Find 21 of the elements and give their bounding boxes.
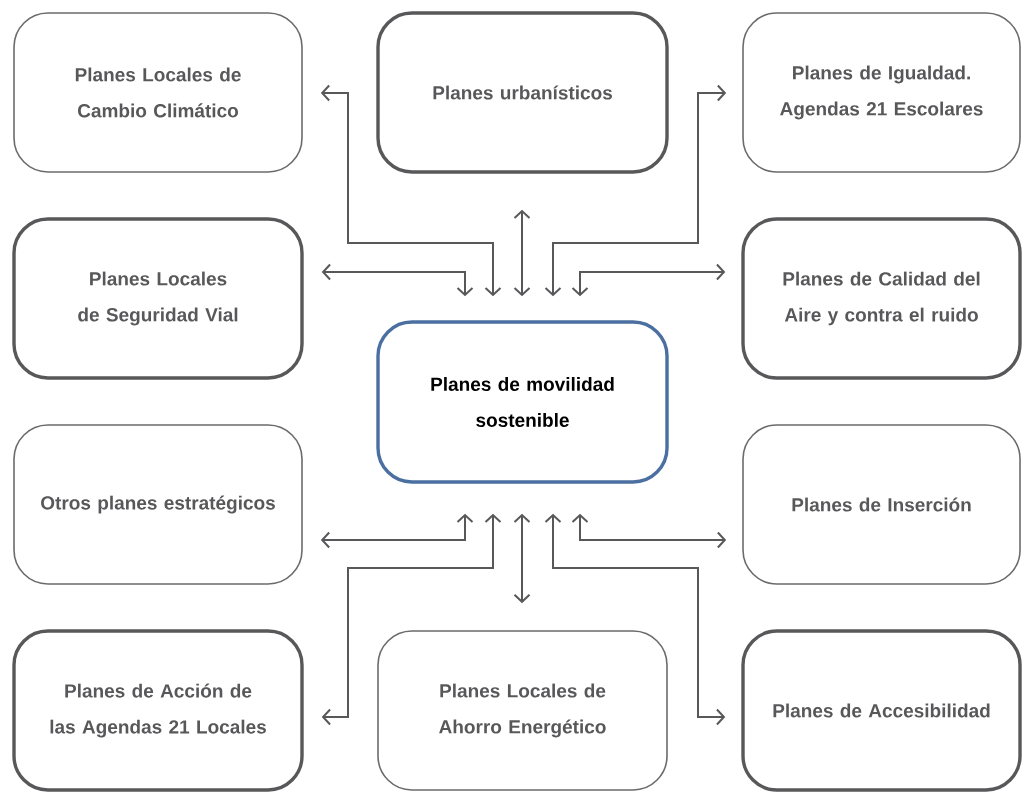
- plan-box: Planes Locales de Cambio Climático: [13, 12, 303, 173]
- plan-box: Planes de Accesibilidad: [741, 629, 1022, 792]
- plan-box: Planes de Acción de las Agendas 21 Locales: [12, 629, 304, 792]
- plan-box: Planes Locales de Ahorro Energético: [377, 630, 668, 791]
- central-box: Planes de movilidad sostenible: [376, 320, 669, 484]
- plan-box: Planes de Calidad del Aire y contra el ruido: [741, 217, 1022, 380]
- plan-box: Planes de Igualdad. Agendas 21 Escolares: [742, 12, 1021, 173]
- arrow: [544, 84, 727, 297]
- arrow: [320, 84, 502, 297]
- arrow: [321, 513, 502, 726]
- arrow: [513, 209, 531, 297]
- plan-box: Planes de Inserción: [742, 424, 1021, 585]
- plan-box: Otros planes estratégicos: [13, 424, 303, 585]
- plan-box: Planes urbanísticos: [376, 11, 669, 174]
- plan-box: Planes Locales de Seguridad Vial: [12, 217, 304, 380]
- arrow: [571, 263, 726, 297]
- arrow: [320, 513, 474, 549]
- arrow: [513, 513, 531, 604]
- arrow: [544, 513, 726, 726]
- arrow: [321, 263, 474, 297]
- arrow: [571, 513, 727, 549]
